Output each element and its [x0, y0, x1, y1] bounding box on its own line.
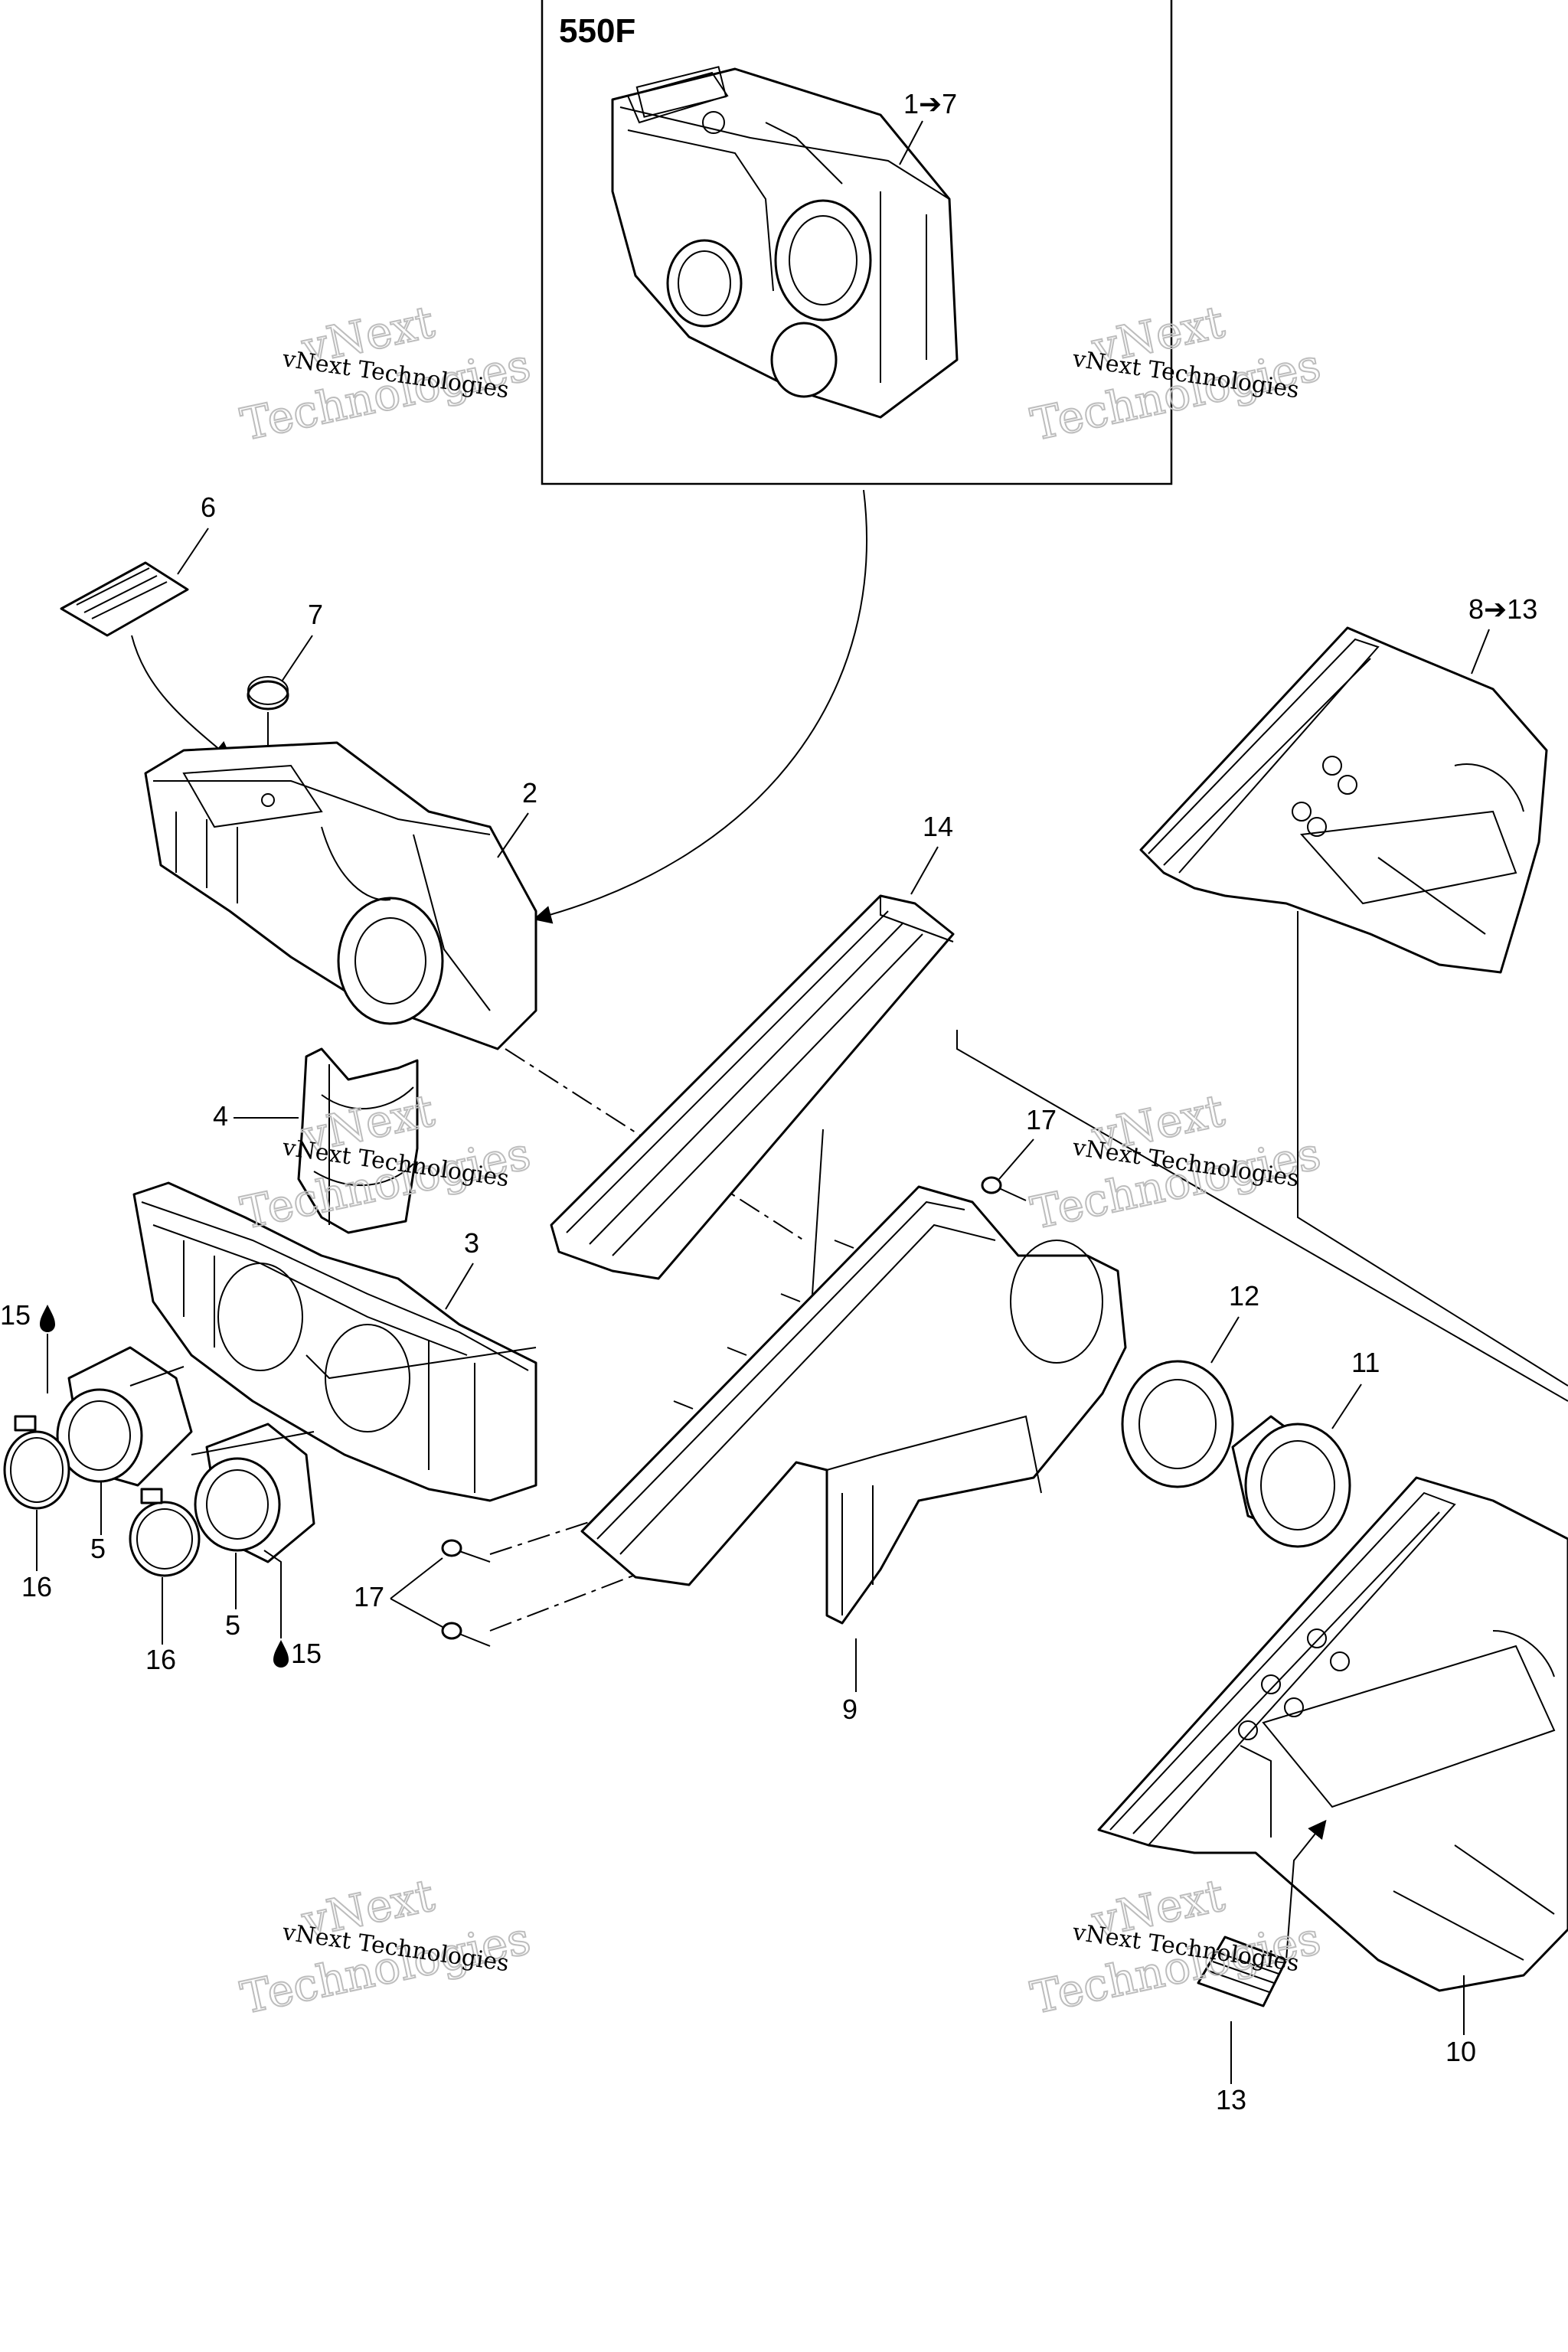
inset-550f: 550F 1➔7 [541, 0, 1173, 485]
part-3-airbox-base: 3 [132, 1181, 537, 1502]
part-8-13-silencer-assembly: 8➔13 [956, 593, 1568, 1402]
watermark-middle-right: Technologies vNext vNext Technologies [1026, 1083, 1326, 1240]
watermark-bottom-right: Technologies vNext vNext Technologies [1026, 1868, 1326, 2025]
svg-text:2: 2 [522, 777, 537, 808]
watermark-top-left: Technologies vNext vNext Technologies [236, 295, 536, 452]
part-17-screw-lower-b [441, 1622, 491, 1647]
svg-text:16: 16 [21, 1571, 52, 1602]
callout-15-upper: 15 [0, 1299, 55, 1393]
svg-text:7: 7 [308, 599, 323, 630]
part-4-bracket: 4 [213, 1047, 419, 1234]
svg-text:8➔13: 8➔13 [1468, 593, 1537, 625]
svg-text:15: 15 [0, 1299, 31, 1331]
part-16-clamp-lower [129, 1488, 201, 1577]
callout-16-lower: 16 [145, 1577, 176, 1675]
part-17-screw-upper [981, 1176, 1027, 1201]
callout-1-7: 1➔7 [899, 88, 957, 165]
svg-text:4: 4 [213, 1100, 228, 1132]
callout-15-lower: 15 [263, 1550, 322, 1669]
svg-text:11: 11 [1351, 1347, 1380, 1378]
svg-text:12: 12 [1229, 1280, 1259, 1312]
callout-17-lower: 17 [354, 1557, 443, 1628]
part-6-decal: 6 [60, 492, 233, 760]
part-9-silencer-tray: 9 [580, 1185, 1127, 1725]
sleeve-to-airbox-guide [129, 1366, 315, 1455]
svg-text:10: 10 [1446, 2036, 1476, 2067]
watermark-bottom-left: Technologies vNext vNext Technologies [236, 1868, 536, 2025]
part-5-sleeve-upper [56, 1346, 193, 1487]
part-13-decal: 13 [1197, 1936, 1288, 2115]
svg-text:5: 5 [90, 1533, 106, 1564]
part-10-silencer-housing: 10 [1097, 1476, 1568, 2067]
inset-airbox-assembly [611, 66, 959, 419]
svg-text:9: 9 [842, 1694, 858, 1725]
svg-text:13: 13 [1216, 2084, 1246, 2115]
svg-text:16: 16 [145, 1644, 176, 1675]
svg-text:17: 17 [354, 1581, 384, 1612]
svg-text:6: 6 [201, 492, 216, 523]
variant-label: 550F [559, 12, 635, 50]
part-16-clamp-upper [3, 1415, 70, 1510]
callout-16-upper: 16 [21, 1510, 52, 1602]
part-12-seal: 12 [1121, 1280, 1259, 1488]
svg-text:1➔7: 1➔7 [903, 88, 957, 119]
svg-text:14: 14 [923, 811, 953, 842]
watermark-top-right: Technologies vNext vNext Technologies [1026, 295, 1326, 452]
part-2-airbox-cover: 2 [144, 741, 537, 1050]
inset-reference-arrow [533, 489, 867, 924]
part-5-sleeve-lower [194, 1423, 315, 1563]
callout-5-lower: 5 [225, 1553, 240, 1641]
callout-5-upper: 5 [90, 1481, 106, 1564]
svg-text:3: 3 [464, 1227, 479, 1259]
svg-text:15: 15 [291, 1638, 322, 1669]
part-11-adapter: 11 [1231, 1347, 1380, 1548]
svg-text:17: 17 [1026, 1104, 1057, 1135]
svg-text:5: 5 [225, 1609, 240, 1641]
callout-17-upper: 17 [998, 1104, 1057, 1180]
part-17-screw-lower-a [441, 1539, 491, 1563]
